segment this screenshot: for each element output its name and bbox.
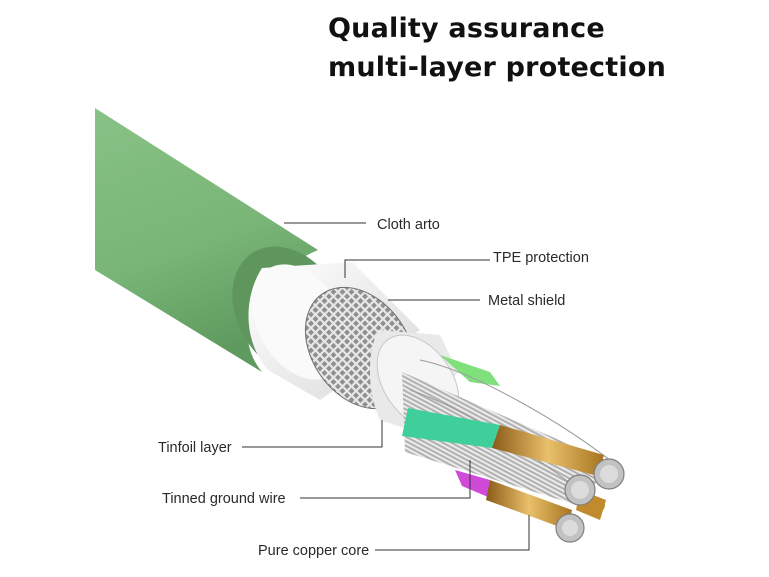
label-tpe-protection: TPE protection bbox=[493, 250, 589, 266]
leader-tinned-ground-wire bbox=[300, 460, 471, 499]
label-tinfoil-layer: Tinfoil layer bbox=[158, 440, 232, 456]
label-metal-shield: Metal shield bbox=[488, 293, 565, 309]
conductor-bundle bbox=[402, 355, 625, 543]
leader-lines bbox=[242, 222, 530, 551]
leader-tpe-protection bbox=[344, 259, 490, 278]
title-line-2: multi-layer protection bbox=[328, 52, 666, 83]
leader-pure-copper-core bbox=[375, 515, 530, 551]
label-pure-copper-core: Pure copper core bbox=[258, 543, 369, 559]
title-line-1: Quality assurance bbox=[328, 13, 605, 44]
label-cloth-arto: Cloth arto bbox=[377, 217, 440, 233]
leader-tinfoil-layer bbox=[242, 420, 383, 448]
label-tinned-ground-wire: Tinned ground wire bbox=[162, 491, 286, 507]
